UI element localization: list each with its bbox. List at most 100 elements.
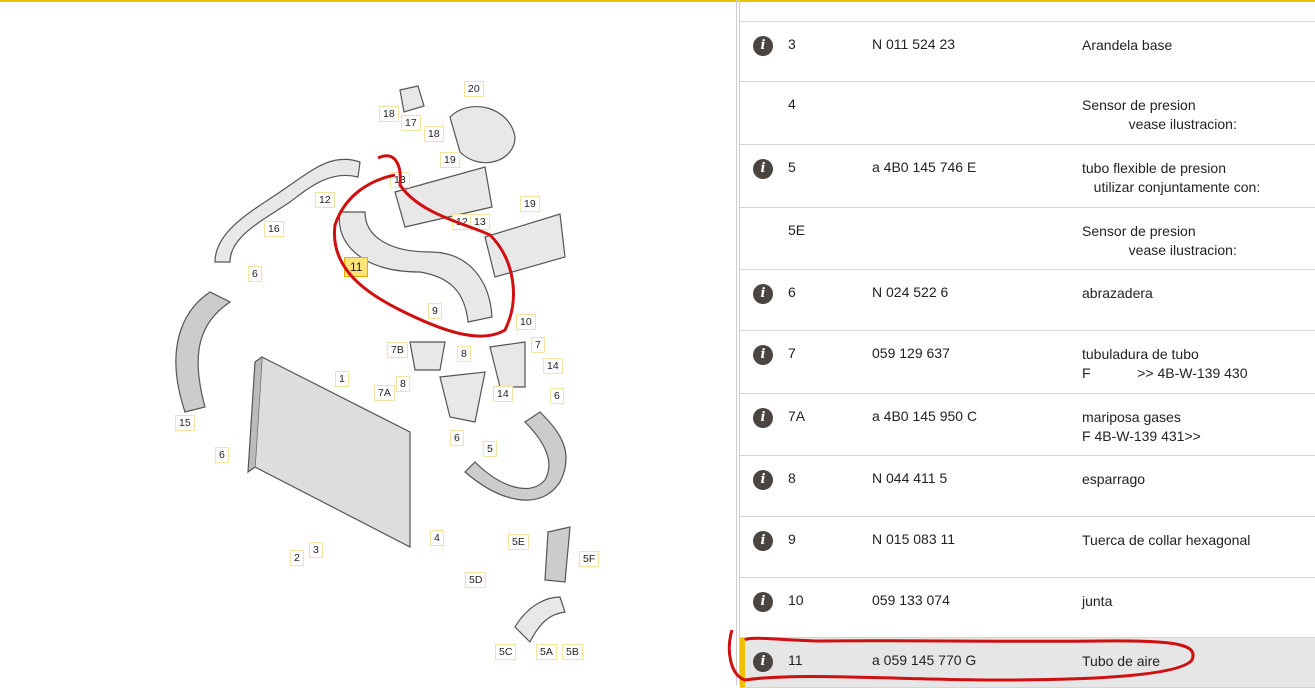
callout[interactable]: 13 [390,172,410,188]
table-row[interactable]: 5E Sensor de presion vease ilustracion: [740,208,1315,270]
info-icon[interactable]: i [753,592,773,612]
callout-highlighted[interactable]: 11 [344,257,369,277]
callout[interactable]: 4 [430,530,444,546]
callout[interactable]: 2 [290,550,304,566]
part-description: Tubo de aire [1082,653,1161,669]
callout[interactable]: 5F [579,551,600,567]
parts-list: i 3 N 011 524 23 Arandela base 4 Sensor … [740,2,1315,688]
part-description: Sensor de presion vease ilustracion: [1082,97,1237,132]
part-position: 4 [788,96,796,112]
callout[interactable]: 12 [315,192,335,208]
throttle-7a [439,371,486,423]
callout[interactable]: 7B [387,342,408,358]
part-number: a 4B0 145 950 C [872,408,978,424]
callout[interactable]: 5E [508,534,529,550]
info-icon[interactable]: i [753,470,773,490]
hose-5f [544,526,571,583]
callout[interactable]: 5B [562,644,583,660]
table-row[interactable]: i 5 a 4B0 145 746 E tubo flexible de pre… [740,145,1315,208]
table-row[interactable]: 4 Sensor de presion vease ilustracion: [740,82,1315,145]
info-icon[interactable]: i [753,345,773,365]
table-row[interactable]: i 3 N 011 524 23 Arandela base [740,22,1315,82]
top-accent-bar [0,0,1315,2]
part-number: a 059 145 770 G [872,652,977,668]
table-row[interactable]: i 10 059 133 074 junta [740,578,1315,638]
callout[interactable]: 16 [264,221,284,237]
info-icon[interactable]: i [753,36,773,56]
callout[interactable]: 19 [440,152,460,168]
callout[interactable]: 7 [531,337,545,353]
callout[interactable]: 6 [550,388,564,404]
part-description: Arandela base [1082,37,1173,53]
part-position: 5E [788,222,806,238]
callout[interactable]: 6 [215,447,229,463]
info-icon[interactable]: i [753,284,773,304]
part-position: 7A [788,408,806,424]
callout[interactable]: 20 [464,81,484,97]
table-row[interactable]: i 7 059 129 637 tubuladura de tubo F >> … [740,331,1315,394]
hose-5a [514,596,566,644]
callout[interactable]: 8 [396,376,410,392]
callout[interactable]: 5A [536,644,557,660]
part-description: Tuerca de collar hexagonal [1082,532,1251,548]
manifold-19b [484,213,566,278]
part-position: 11 [788,652,803,668]
part-position: 8 [788,470,796,486]
turbo-20 [449,106,516,164]
callout[interactable]: 3 [309,542,323,558]
part-number: a 4B0 145 746 E [872,159,977,175]
info-icon[interactable]: i [753,159,773,179]
callout[interactable]: 17 [401,115,421,131]
callout[interactable]: 14 [493,386,513,402]
callout[interactable]: 18 [424,126,444,142]
table-row-selected[interactable]: i 11 a 059 145 770 G Tubo de aire [740,638,1315,688]
callout[interactable]: 6 [450,430,464,446]
callout[interactable]: 5D [465,572,487,588]
part-position: 3 [788,36,796,52]
part-description: tubo flexible de presion utilizar conjun… [1082,160,1261,195]
callout[interactable]: 19 [520,196,540,212]
part-description: tubuladura de tubo F >> 4B-W-139 430 [1082,346,1248,381]
part-number: N 024 522 6 [872,284,949,300]
hose-5 [464,411,567,501]
callout[interactable]: 15 [175,415,195,431]
intercooler [254,356,411,548]
callout[interactable]: 5 [483,441,497,457]
pane-divider[interactable] [736,0,740,685]
hose-15 [175,291,232,413]
part-number: 059 129 637 [872,345,950,361]
info-icon[interactable]: i [753,531,773,551]
part-number: 059 133 074 [872,592,950,608]
part-description: Sensor de presion vease ilustracion: [1082,223,1237,258]
table-row[interactable]: i 6 N 024 522 6 abrazadera [740,270,1315,331]
info-icon[interactable]: i [753,408,773,428]
part-position: 10 [788,592,804,608]
part-description: esparrago [1082,471,1146,487]
callout[interactable]: 10 [516,314,536,330]
table-row[interactable]: i 7A a 4B0 145 950 C mariposa gases F 4B… [740,394,1315,456]
callout[interactable]: 9 [428,303,442,319]
callout[interactable]: 1 [335,371,349,387]
callout[interactable]: 8 [457,346,471,362]
part-number: N 015 083 11 [872,531,956,547]
parts-diagram[interactable]: 18 17 18 20 19 13 12 16 12 13 19 11 6 9 … [0,2,736,685]
part-position: 5 [788,159,796,175]
callout[interactable]: 13 [470,214,490,230]
part-description: abrazadera [1082,285,1153,301]
callout[interactable]: 18 [379,106,399,122]
callout[interactable]: 7A [374,385,395,401]
part-number: N 011 524 23 [872,36,956,52]
table-row[interactable]: i 9 N 015 083 11 Tuerca de collar hexago… [740,517,1315,578]
part-position: 7 [788,345,796,361]
callout[interactable]: 5C [495,644,517,660]
callout[interactable]: 14 [543,358,563,374]
flange-7 [489,341,526,388]
part-position: 9 [788,531,796,547]
table-row[interactable]: i 8 N 044 411 5 esparrago [740,456,1315,517]
part-position: 6 [788,284,796,300]
info-icon[interactable]: i [753,652,773,672]
callout[interactable]: 12 [452,214,472,230]
exploded-view-drawing [175,85,571,644]
part-description: junta [1082,593,1113,609]
callout[interactable]: 6 [248,266,262,282]
